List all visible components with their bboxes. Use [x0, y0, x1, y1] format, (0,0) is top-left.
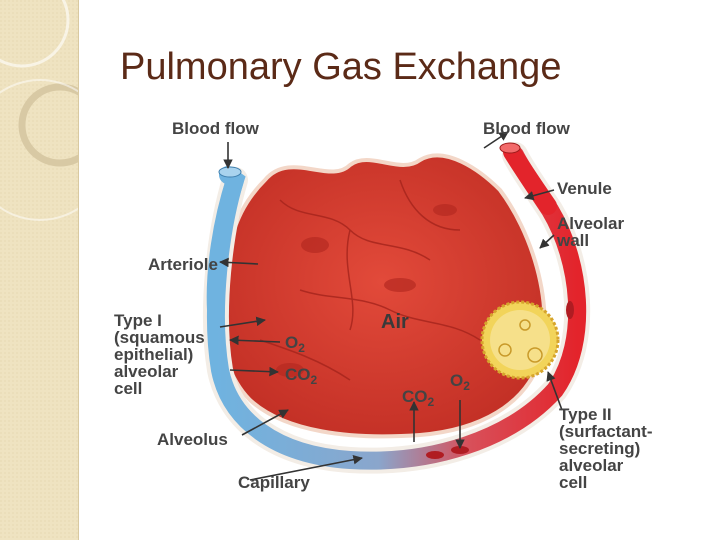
blood-flow-left-label: Blood flow [172, 119, 259, 138]
o2-bottom-label: O2 [450, 371, 470, 393]
type-ii-cell [480, 300, 560, 380]
alveolar-wall-label: Alveolar wall [557, 214, 625, 250]
type-i-cell-label: Type I (squamous epithelial) alveolar ce… [114, 311, 205, 398]
slide-title: Pulmonary Gas Exchange [120, 46, 562, 88]
blood-flow-right-label: Blood flow [483, 119, 570, 138]
capillary-label: Capillary [238, 473, 310, 492]
air-label: Air [381, 311, 409, 333]
type-ii-cell-label: Type II (surfactant- secreting) alveolar… [559, 405, 653, 492]
alveolus-sac [216, 153, 547, 439]
co2-left-label: CO2 [285, 365, 318, 387]
decorative-circles [0, 0, 78, 540]
cell-nuclei [276, 204, 457, 377]
gas-exchange-diagram [202, 131, 591, 481]
alveolus-label: Alveolus [157, 430, 228, 449]
arteriole-vessel [206, 166, 246, 319]
slide-sidebar-decoration [0, 0, 79, 540]
pointer-arrows [219, 131, 563, 481]
arteriole-label: Arteriole [148, 255, 218, 274]
o2-left-label: O2 [285, 333, 305, 355]
co2-bottom-label: CO2 [402, 387, 435, 409]
venule-vessel [503, 143, 557, 215]
alveolar-cell-borders [259, 179, 481, 381]
venule-label: Venule [557, 179, 612, 198]
